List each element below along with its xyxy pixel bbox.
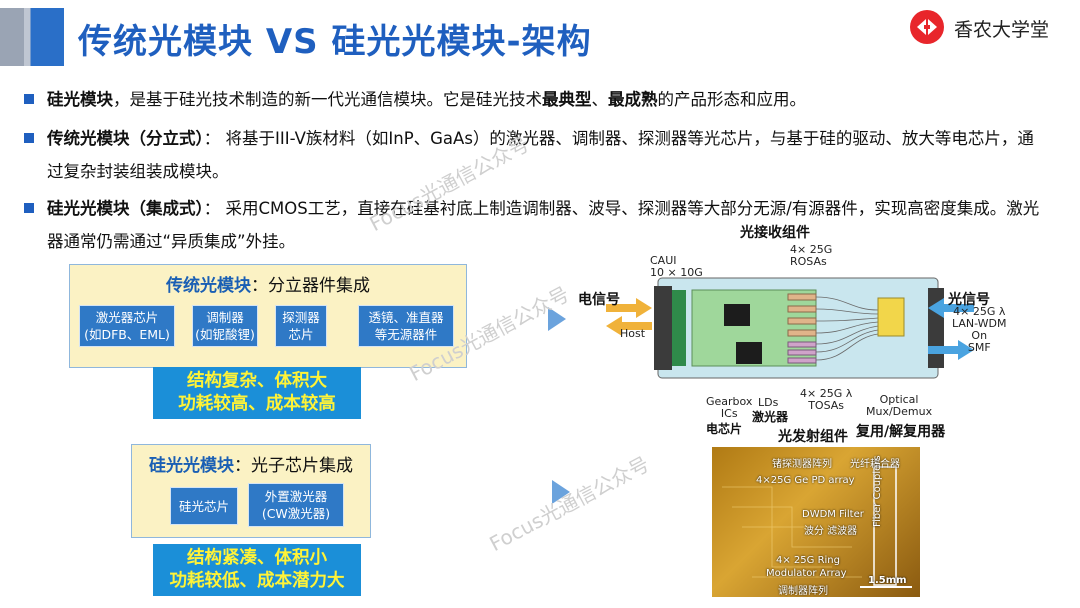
electric-arrow-left	[606, 316, 652, 336]
chip-label-coupler: 光纤耦合器	[850, 459, 900, 470]
chip-label-modulator-cn: 调制器阵列	[778, 586, 828, 597]
lds-label: LDs	[758, 396, 779, 409]
electric-chip-label: 电芯片	[706, 422, 743, 436]
bullet-3: 硅光光模块（集成式）： 采用CMOS工艺，直接在硅基衬底上制造调制器、波导、探测…	[24, 192, 1044, 258]
optical-arrow-out	[928, 340, 974, 360]
arrow-right-icon	[552, 480, 570, 504]
cell-detector: 探测器 芯片	[275, 305, 327, 347]
bullet-1-run: 最成熟	[608, 90, 658, 109]
gearbox-label: Gearbox ICs	[706, 395, 753, 420]
silicon-module-box: 硅光光模块：光子芯片集成 硅光芯片 外置激光器 (CW激光器)	[131, 444, 371, 538]
bullet-2-text: 传统光模块（分立式）： 将基于III-V族材料（如InP、GaAs）的激光器、调…	[47, 122, 1044, 188]
bullet-1: 硅光模块，是基于硅光技术制造的新一代光通信模块。它是硅光技术最典型、最成熟的产品…	[24, 83, 1044, 116]
silicon-chip-image: 锗探测器阵列 光纤耦合器 4×25G Ge PD array DWDM Filt…	[712, 447, 920, 597]
cell-silicon-chip: 硅光芯片	[170, 487, 238, 525]
rosa-label: 4× 25G ROSAs	[790, 243, 833, 268]
traditional-result: 结构复杂、体积大 功耗较高、成本较高	[153, 367, 361, 419]
cell-external-laser: 外置激光器 (CW激光器)	[248, 483, 344, 527]
optical-arrow-in	[928, 298, 974, 318]
bullet-marker	[24, 94, 34, 104]
edge-connector	[654, 286, 672, 370]
logo-icon	[910, 10, 944, 44]
tosa-label: 4× 25G λ TOSAs	[800, 387, 853, 412]
lan-wdm-label: 4× 25G λ LAN-WDM On SMF	[952, 305, 1007, 354]
logo-text: 香农大学堂	[954, 19, 1050, 41]
electric-signal-label: 电信号	[578, 292, 620, 308]
laser-label: 激光器	[752, 410, 789, 424]
chip-traces	[722, 466, 912, 588]
bullet-2-run: ： 将基于III-V族材料（如InP、GaAs）的激光器、调制器、探测器等光芯片…	[47, 129, 1034, 181]
host-label: Host	[620, 327, 646, 340]
chip-label-dwdm: DWDM Filter	[802, 509, 864, 520]
chip-label-modulator-array: Modulator Array	[766, 568, 847, 579]
silicon-box-title: 硅光光模块：光子芯片集成	[149, 456, 353, 476]
chip-label-fiber-couplers: Fiber Couplers	[872, 455, 883, 527]
tx-group-label: 光发射组件	[778, 429, 848, 445]
traditional-box-title: 传统光模块：分立器件集成	[166, 276, 370, 296]
electric-arrow-right	[606, 298, 652, 318]
bullet-3-text: 硅光光模块（集成式）： 采用CMOS工艺，直接在硅基衬底上制造调制器、波导、探测…	[47, 192, 1044, 258]
chip-scale-label: 1.5mm	[868, 575, 907, 586]
bullet-1-run: 最典型	[542, 90, 592, 109]
tosa-array	[787, 341, 817, 364]
mux-label: Optical Mux/Demux	[866, 393, 933, 418]
caui-connector	[672, 290, 686, 366]
chip-label-filter-cn: 波分 滤波器	[804, 526, 858, 537]
chip-label-ge-pd: 4×25G Ge PD array	[756, 475, 855, 486]
arrow-right-icon	[548, 307, 566, 331]
traditional-module-box: 传统光模块：分立器件集成 激光器芯片 (如DFB、EML) 调制器 (如铌酸锂)…	[69, 264, 467, 368]
gearbox-ic	[724, 304, 750, 326]
mux-demux-block	[877, 297, 905, 337]
fibers	[815, 296, 879, 361]
bullet-1-run: 、	[591, 90, 609, 109]
bullet-1-run: ，是基于硅光技术制造的新一代光通信模块。它是硅光技术	[113, 90, 542, 109]
bullet-2-run: 传统光模块（分立式）	[47, 129, 204, 148]
rosa-array	[787, 293, 817, 337]
bullet-1-run: 的产品形态和应用。	[657, 90, 807, 109]
bullet-3-run: 硅光光模块（集成式）	[47, 199, 204, 218]
cell-laser-chip: 激光器芯片 (如DFB、EML)	[79, 305, 175, 347]
header-accent-bar	[0, 8, 64, 66]
gearbox-ic	[736, 342, 762, 364]
chip-label-detector-array: 锗探测器阵列	[772, 459, 832, 470]
bullet-marker	[24, 203, 34, 213]
mux-cn-label: 复用/解复用器	[856, 424, 946, 440]
module-diagram	[606, 277, 974, 379]
cell-passive: 透镜、准直器 等无源器件	[358, 305, 454, 347]
chip-label-ring: 4× 25G Ring	[776, 555, 840, 566]
rx-group-label: 光接收组件	[740, 225, 810, 241]
bullet-1-text: 硅光模块，是基于硅光技术制造的新一代光通信模块。它是硅光技术最典型、最成熟的产品…	[47, 83, 1044, 116]
silicon-result: 结构紧凑、体积小 功耗较低、成本潜力大	[153, 544, 361, 596]
bullet-3-run: ： 采用CMOS工艺，直接在硅基衬底上制造调制器、波导、探测器等大部分无源/有源…	[47, 199, 1040, 251]
bullet-1-run: 硅光模块	[47, 90, 113, 109]
cell-modulator: 调制器 (如铌酸锂)	[192, 305, 258, 347]
page-title: 传统光模块 VS 硅光光模块-架构	[78, 22, 592, 62]
optical-signal-label: 光信号	[948, 292, 990, 308]
bullet-marker	[24, 133, 34, 143]
caui-label: CAUI 10 × 10G	[650, 254, 703, 279]
bullet-2: 传统光模块（分立式）： 将基于III-V族材料（如InP、GaAs）的激光器、调…	[24, 122, 1044, 188]
